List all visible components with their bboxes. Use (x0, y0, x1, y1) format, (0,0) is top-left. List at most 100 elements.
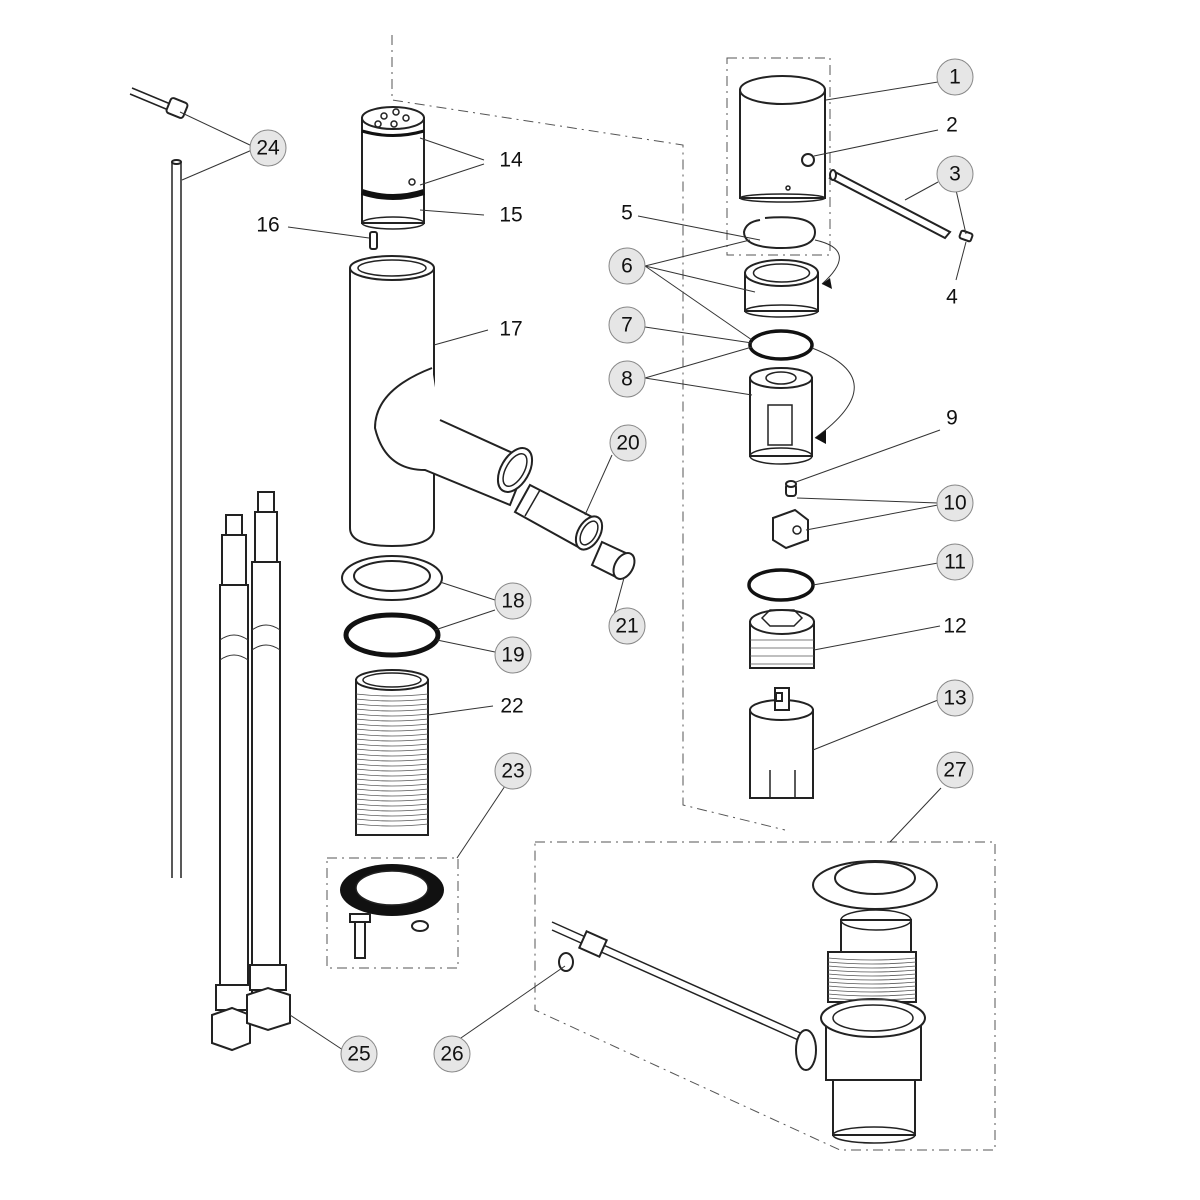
callout-label: 27 (943, 759, 966, 782)
callout-18: 18 (494, 582, 532, 620)
clip-ring-part (742, 216, 817, 250)
callout-bubble (494, 582, 532, 620)
callout-bubble (936, 679, 974, 717)
arrow-head-icon (822, 278, 832, 289)
thread-line (355, 783, 429, 787)
thread-line (827, 985, 917, 989)
callout-24: 24 (249, 129, 287, 167)
callout-label: 3 (949, 163, 961, 186)
callout-14: 14 (499, 149, 523, 172)
cartridge-housing-part (749, 367, 813, 465)
thread-line (827, 965, 917, 969)
leader-lines (179, 81, 967, 1051)
callout-label: 21 (615, 615, 638, 638)
callout-bubble (608, 306, 646, 344)
callout-7: 7 (608, 306, 646, 344)
mounting-kit-dashed-box (326, 857, 459, 969)
callout-bubble (608, 607, 646, 645)
main-assembly-dashed-outline (391, 35, 786, 831)
callout-19: 19 (494, 636, 532, 674)
thread-line (355, 698, 429, 702)
callout-21: 21 (608, 607, 646, 645)
cartridge-part (749, 687, 814, 799)
threaded-shank-part (355, 669, 429, 836)
assembly-arrow-oring (811, 347, 855, 439)
thread-line (355, 753, 429, 757)
callout-bubble (608, 247, 646, 285)
callout-8: 8 (608, 360, 646, 398)
callout-label: 4 (946, 286, 958, 309)
callout-17: 17 (499, 318, 522, 341)
callout-11: 11 (936, 543, 974, 581)
flexible-hoses-part (211, 491, 291, 1052)
thread-line (355, 818, 429, 822)
base-o-ring-part (343, 612, 441, 658)
callout-3: 3 (936, 155, 974, 193)
callout-5: 5 (621, 202, 633, 225)
arrow-head-icon (815, 430, 826, 444)
mounting-kit-part (340, 864, 444, 959)
callout-label: 22 (500, 695, 523, 718)
callout-2: 2 (946, 114, 958, 137)
callout-label: 15 (499, 204, 522, 227)
thread-line (355, 758, 429, 762)
thread-line (355, 823, 429, 827)
thread-line (827, 973, 917, 977)
o-ring-7-part (748, 329, 814, 361)
lift-rod-part (129, 87, 189, 878)
aerator-part (590, 540, 636, 580)
thread-line (827, 961, 917, 965)
callout-label: 2 (946, 114, 958, 137)
callout-26: 26 (433, 1035, 471, 1073)
o-ring-11-part (747, 568, 815, 602)
thread-line (355, 793, 429, 797)
handle-part (739, 75, 826, 203)
callout-9: 9 (946, 407, 958, 430)
thread-line (355, 778, 429, 782)
thread-line (355, 803, 429, 807)
thread-line (355, 713, 429, 717)
callout-bubble (433, 1035, 471, 1073)
thread-line (355, 743, 429, 747)
thread-line (355, 813, 429, 817)
callout-6: 6 (608, 247, 646, 285)
callout-label: 11 (944, 551, 966, 574)
callout-label: 16 (256, 214, 279, 237)
callout-bubble (249, 129, 287, 167)
grub-screw-part (785, 480, 797, 497)
callout-label: 20 (616, 432, 639, 455)
thread-line (355, 768, 429, 772)
callout-4: 4 (946, 286, 958, 309)
callout-label: 9 (946, 407, 958, 430)
callout-bubble (494, 636, 532, 674)
cap-assembly-part (361, 106, 425, 230)
callout-label: 19 (501, 644, 524, 667)
callout-22: 22 (500, 695, 523, 718)
locking-nut-part (772, 508, 809, 550)
callout-bubble (936, 58, 974, 96)
callout-bubble (494, 752, 532, 790)
callout-16: 16 (256, 214, 279, 237)
callout-20: 20 (609, 424, 647, 462)
callout-label: 12 (943, 615, 966, 638)
callout-bubble (608, 360, 646, 398)
bonnet-nut-part (749, 609, 815, 669)
thread-line (355, 708, 429, 712)
thread-line (827, 969, 917, 973)
callout-label: 23 (501, 760, 524, 783)
callout-label: 10 (943, 492, 966, 515)
assembly-arrow-clip (814, 239, 840, 285)
thread-line (355, 718, 429, 722)
callout-1: 1 (936, 58, 974, 96)
body-part (349, 255, 534, 548)
callout-label: 8 (621, 368, 633, 391)
callout-label: 18 (501, 590, 524, 613)
callout-label: 7 (621, 314, 633, 337)
thread-line (355, 728, 429, 732)
callout-bubble (936, 751, 974, 789)
thread-line (827, 977, 917, 981)
thread-line (355, 738, 429, 742)
thread-line (355, 703, 429, 707)
handle-group-dashed-box (726, 57, 831, 256)
